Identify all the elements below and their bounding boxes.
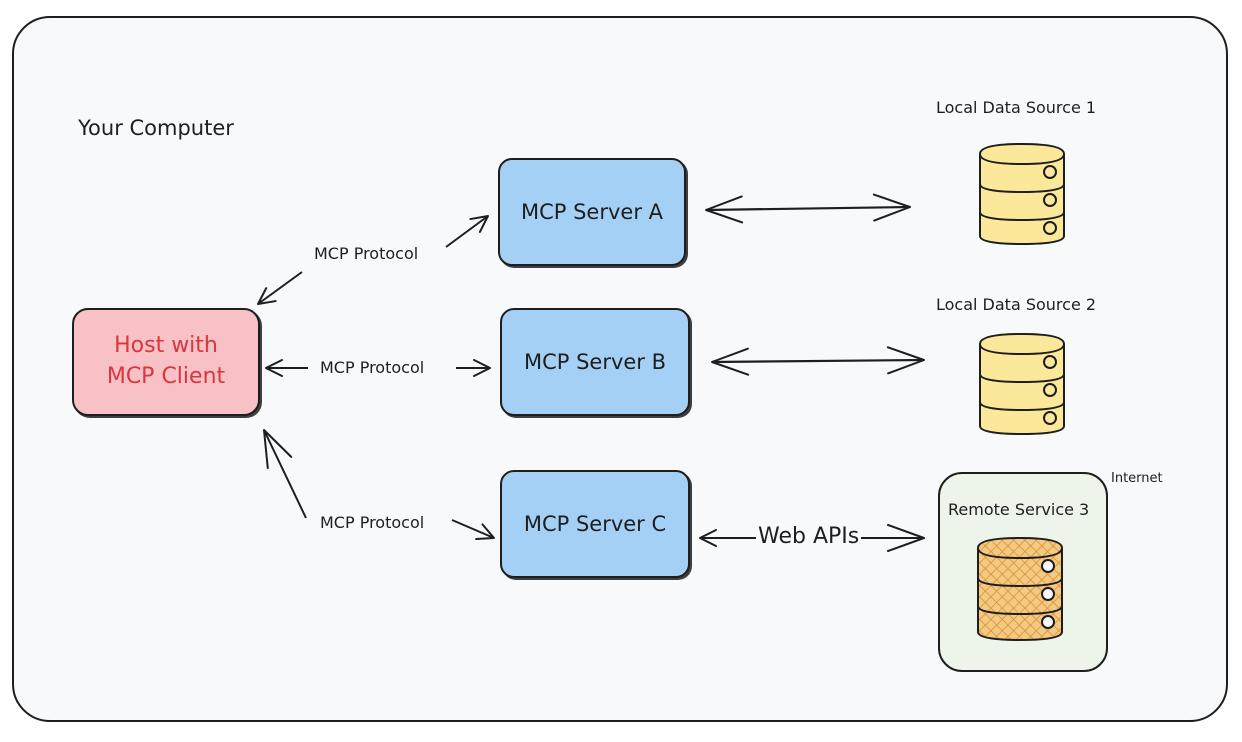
mcp-server-a-label: MCP Server A	[520, 200, 664, 224]
host-label-line2: MCP Client	[106, 364, 226, 389]
mcp-server-b-label: MCP Server B	[523, 350, 667, 374]
host-label-line1: Host with	[114, 333, 218, 359]
protocol-arrow-host-upper	[257, 271, 303, 305]
database-icon-local-1	[979, 142, 1065, 246]
protocol-arrow-host-lower	[263, 429, 307, 519]
protocol-arrow-server-c	[451, 519, 495, 541]
host-mcp-client-box[interactable]: Host with MCP Client	[72, 308, 260, 416]
database-icon-local-2	[979, 332, 1065, 436]
mcp-server-b-box[interactable]: MCP Server B	[500, 308, 690, 416]
protocol-label-b: MCP Protocol	[320, 358, 425, 377]
protocol-arrow-server-a	[445, 215, 489, 248]
mcp-server-c-label: MCP Server C	[523, 512, 667, 536]
your-computer-title: Your Computer	[78, 116, 234, 140]
web-apis-label: Web APIs	[756, 524, 862, 549]
protocol-label-c: MCP Protocol	[320, 513, 425, 532]
arrow-server-b-data-source-2	[711, 346, 925, 376]
protocol-label-a: MCP Protocol	[314, 244, 419, 263]
arrow-server-a-data-source-1	[705, 193, 911, 224]
database-icon-remote-3	[977, 536, 1063, 642]
remote-service-3-label: Remote Service 3	[948, 500, 1090, 519]
local-data-source-1-label: Local Data Source 1	[936, 98, 1097, 117]
host-label: Host with MCP Client	[107, 331, 225, 393]
mcp-server-a-box[interactable]: MCP Server A	[498, 158, 686, 266]
internet-label: Internet	[1111, 471, 1163, 486]
mcp-server-c-box[interactable]: MCP Server C	[500, 470, 690, 578]
local-data-source-2-label: Local Data Source 2	[936, 295, 1097, 314]
